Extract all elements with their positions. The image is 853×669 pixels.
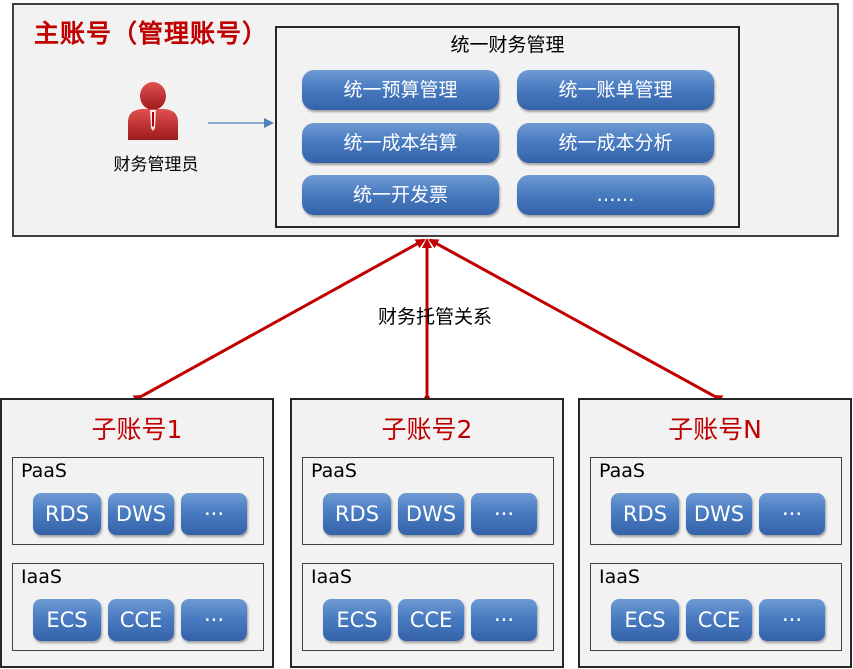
- invoice-button[interactable]: 统一开发票: [302, 175, 499, 215]
- unified-finance-panel: 统一财务管理 统一预算管理 统一账单管理 统一成本结算 统一成本分析 统一开发票…: [275, 26, 740, 228]
- relation-arrow-sub1: [132, 238, 426, 405]
- iaas-layer: IaaS ECS CCE ···: [12, 563, 264, 651]
- sub-account-2: 子账号2 PaaS RDS DWS ··· IaaS ECS CCE ···: [290, 398, 564, 668]
- iaas-more-button[interactable]: ···: [181, 599, 247, 641]
- cce-button[interactable]: CCE: [686, 599, 752, 641]
- ecs-button[interactable]: ECS: [33, 599, 101, 641]
- iaas-layer: IaaS ECS CCE ···: [590, 563, 842, 651]
- paas-label: PaaS: [21, 460, 67, 482]
- panel-title: 统一财务管理: [450, 34, 565, 56]
- relation-arrow-subn: [428, 238, 724, 405]
- iaas-more-button[interactable]: ···: [759, 599, 825, 641]
- iaas-more-button[interactable]: ···: [471, 599, 537, 641]
- dws-button[interactable]: DWS: [686, 493, 752, 535]
- sub-account-title: 子账号2: [381, 415, 473, 444]
- cost-analysis-button[interactable]: 统一成本分析: [517, 123, 714, 163]
- paas-layer: PaaS RDS DWS ···: [302, 457, 554, 545]
- sub-account-1: 子账号1 PaaS RDS DWS ··· IaaS ECS CCE ···: [0, 398, 274, 668]
- iaas-label: IaaS: [599, 566, 640, 588]
- rds-button[interactable]: RDS: [323, 493, 391, 535]
- more-button[interactable]: ……: [517, 175, 714, 215]
- rds-button[interactable]: RDS: [33, 493, 101, 535]
- iaas-label: IaaS: [311, 566, 352, 588]
- paas-label: PaaS: [599, 460, 645, 482]
- iaas-layer: IaaS ECS CCE ···: [302, 563, 554, 651]
- paas-more-button[interactable]: ···: [181, 493, 247, 535]
- paas-layer: PaaS RDS DWS ···: [12, 457, 264, 545]
- relation-label: 财务托管关系: [377, 306, 492, 328]
- paas-more-button[interactable]: ···: [759, 493, 825, 535]
- sub-account-n: 子账号N PaaS RDS DWS ··· IaaS ECS CCE ···: [578, 398, 852, 668]
- cce-button[interactable]: CCE: [108, 599, 174, 641]
- cce-button[interactable]: CCE: [398, 599, 464, 641]
- user-icon: [128, 82, 178, 140]
- master-account-title: 主账号（管理账号）: [34, 19, 269, 48]
- iaas-label: IaaS: [21, 566, 62, 588]
- paas-label: PaaS: [311, 460, 357, 482]
- dws-button[interactable]: DWS: [108, 493, 174, 535]
- bill-management-button[interactable]: 统一账单管理: [517, 70, 714, 110]
- dws-button[interactable]: DWS: [398, 493, 464, 535]
- sub-account-title: 子账号N: [668, 415, 762, 444]
- cost-settlement-button[interactable]: 统一成本结算: [302, 123, 499, 163]
- ecs-button[interactable]: ECS: [323, 599, 391, 641]
- paas-more-button[interactable]: ···: [471, 493, 537, 535]
- ecs-button[interactable]: ECS: [611, 599, 679, 641]
- paas-layer: PaaS RDS DWS ···: [590, 457, 842, 545]
- sub-account-title: 子账号1: [91, 415, 183, 444]
- admin-label: 财务管理员: [113, 155, 199, 175]
- rds-button[interactable]: RDS: [611, 493, 679, 535]
- budget-management-button[interactable]: 统一预算管理: [302, 70, 499, 110]
